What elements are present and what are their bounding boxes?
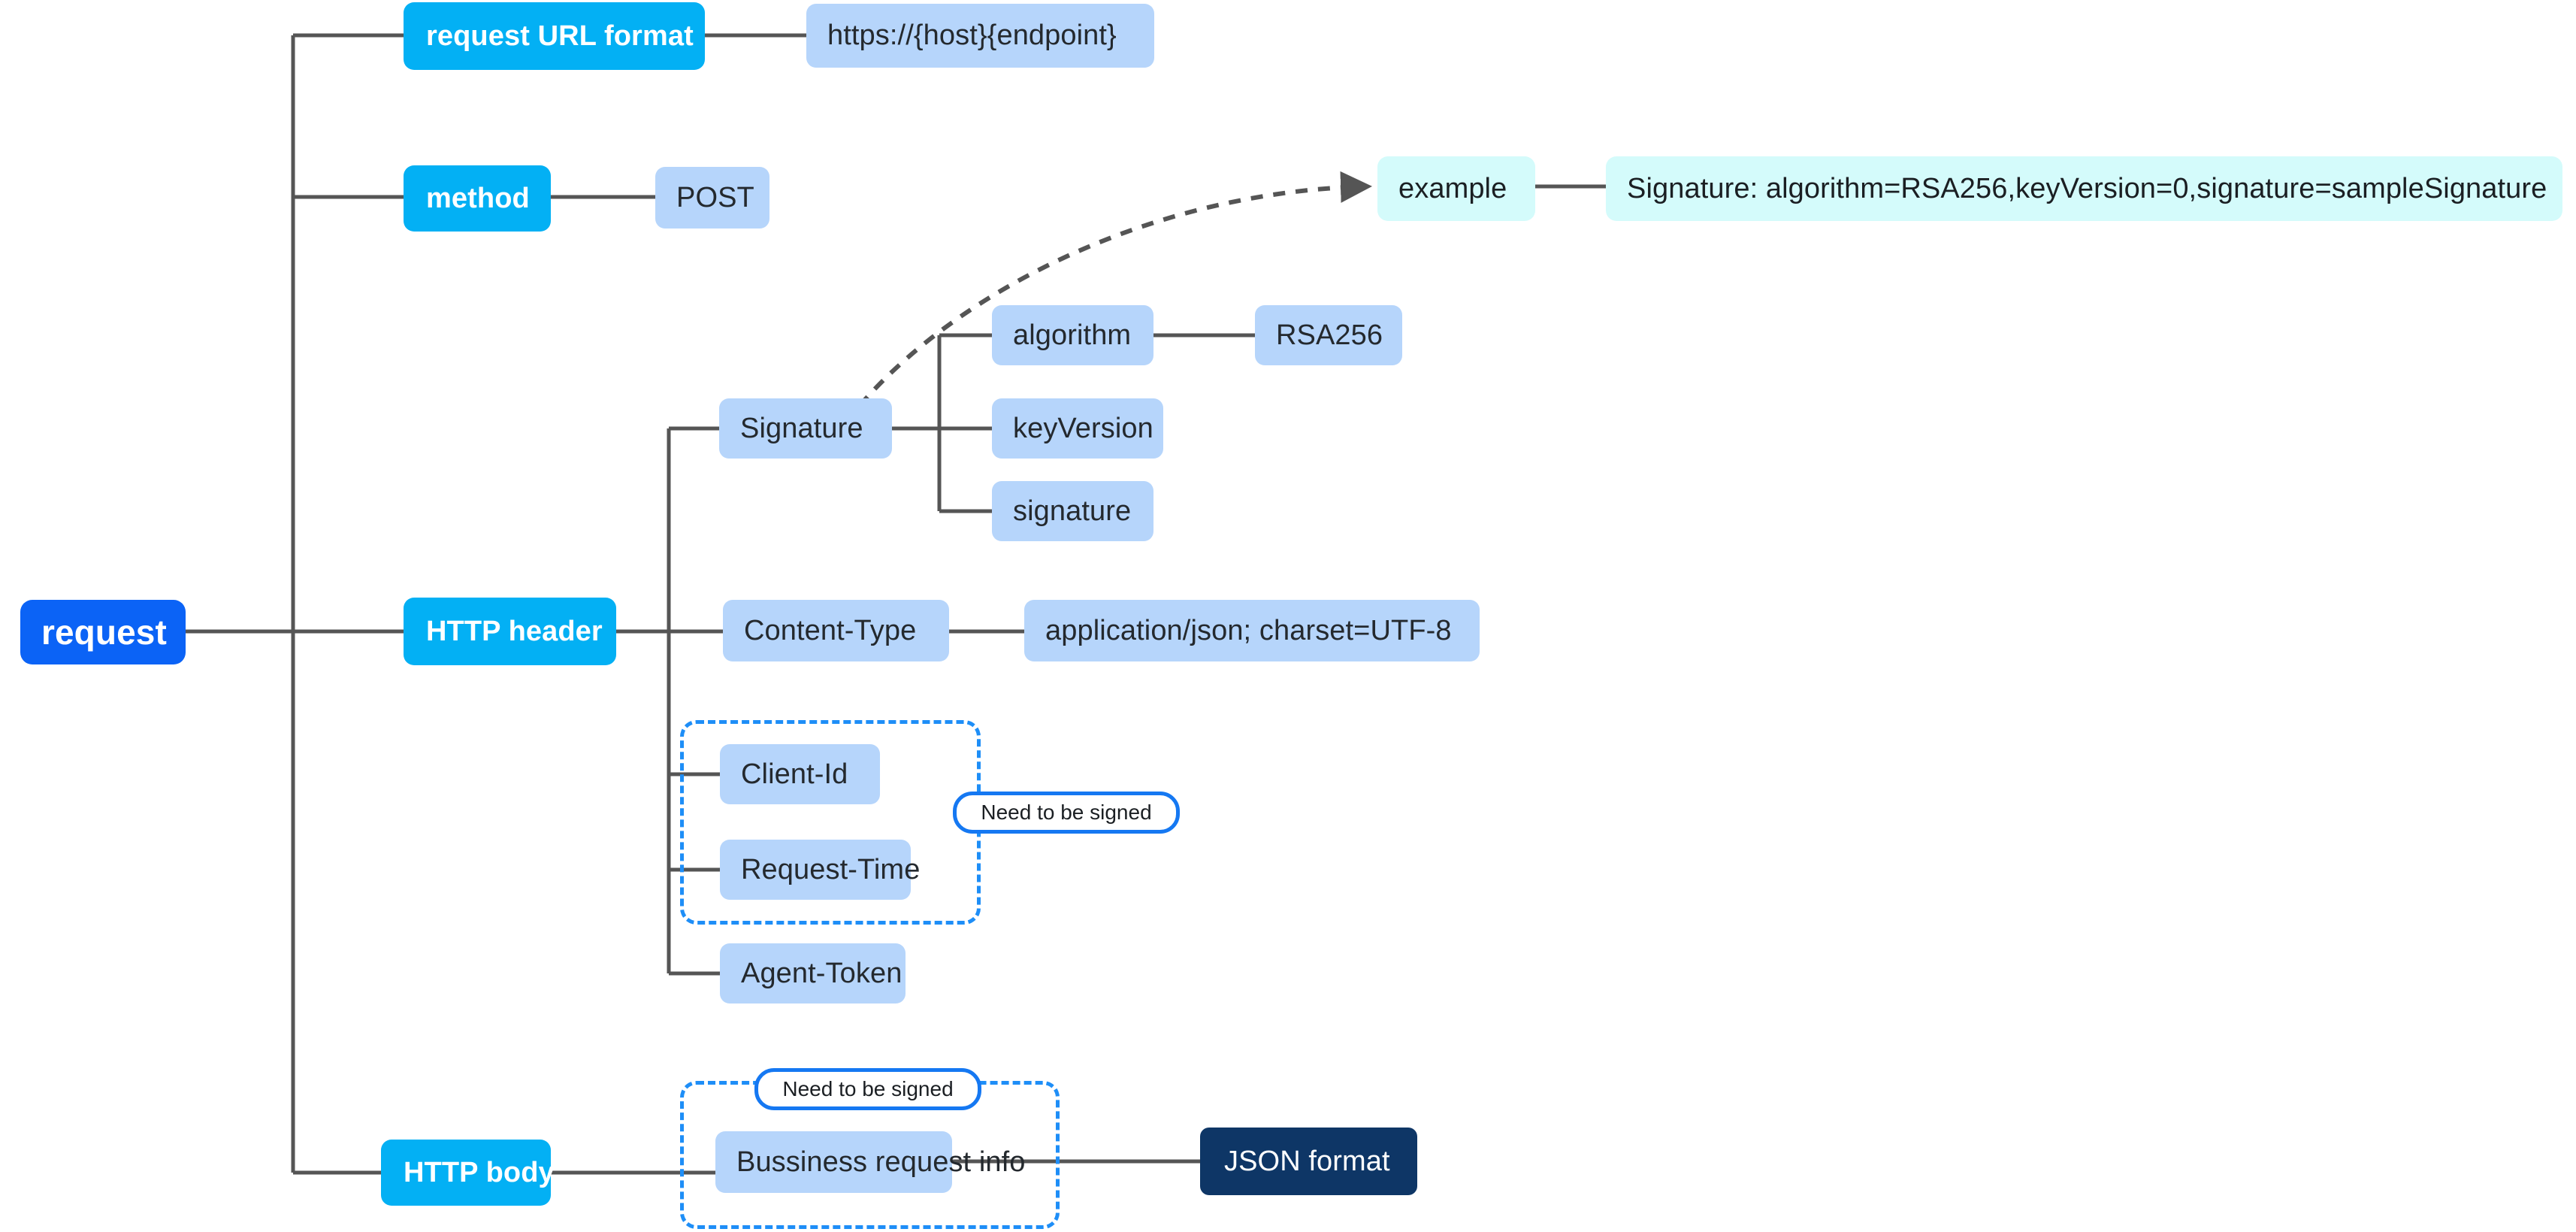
node-url-template[interactable]: https://{host}{endpoint} xyxy=(806,4,1154,68)
annotation-need-to-be-signed-headers-label: Need to be signed xyxy=(981,801,1152,824)
node-signature-field-label: signature xyxy=(1013,495,1132,527)
annotation-need-to-be-signed-headers: Need to be signed xyxy=(953,792,1180,834)
node-algorithm[interactable]: algorithm xyxy=(992,305,1153,365)
node-post-label: POST xyxy=(676,181,754,213)
node-signature-example-value-label: Signature: algorithm=RSA256,keyVersion=0… xyxy=(1627,172,2547,204)
annotation-need-to-be-signed-body-label: Need to be signed xyxy=(782,1077,954,1100)
node-agent-token-label: Agent-Token xyxy=(741,957,903,989)
node-request-time-label: Request-Time xyxy=(741,853,921,885)
node-http-header-label: HTTP header xyxy=(426,615,603,647)
node-client-id[interactable]: Client-Id xyxy=(720,744,880,804)
node-http-body-label: HTTP body xyxy=(404,1156,555,1188)
node-json-format[interactable]: JSON format xyxy=(1200,1128,1417,1195)
node-post[interactable]: POST xyxy=(655,167,769,229)
node-client-id-label: Client-Id xyxy=(741,758,848,790)
node-example-label: example xyxy=(1398,172,1507,204)
node-signature-label: Signature xyxy=(740,412,863,444)
node-signature[interactable]: Signature xyxy=(719,398,892,459)
node-request-label: request xyxy=(41,613,167,652)
node-http-header[interactable]: HTTP header xyxy=(404,598,616,665)
node-request-url-format-label: request URL format xyxy=(426,20,694,52)
node-request-url-format[interactable]: request URL format xyxy=(404,2,705,70)
node-signature-example-value[interactable]: Signature: algorithm=RSA256,keyVersion=0… xyxy=(1606,156,2562,221)
node-method-label: method xyxy=(426,182,530,214)
node-keyversion[interactable]: keyVersion xyxy=(992,398,1163,459)
node-content-type-value-label: application/json; charset=UTF-8 xyxy=(1045,614,1452,646)
node-keyversion-label: keyVersion xyxy=(1013,412,1153,444)
node-business-request-info[interactable]: Bussiness request info xyxy=(715,1131,1025,1193)
group-signed-headers xyxy=(680,720,981,925)
node-example[interactable]: example xyxy=(1377,156,1535,221)
node-request-time[interactable]: Request-Time xyxy=(720,840,921,900)
node-agent-token[interactable]: Agent-Token xyxy=(720,943,906,1003)
node-algorithm-label: algorithm xyxy=(1013,319,1132,351)
node-http-body[interactable]: HTTP body xyxy=(381,1140,555,1206)
node-url-template-label: https://{host}{endpoint} xyxy=(827,20,1117,51)
node-json-format-label: JSON format xyxy=(1224,1145,1390,1177)
node-rsa256-label: RSA256 xyxy=(1276,319,1383,351)
node-rsa256[interactable]: RSA256 xyxy=(1255,305,1402,365)
node-content-type[interactable]: Content-Type xyxy=(723,600,949,661)
annotation-need-to-be-signed-body: Need to be signed xyxy=(754,1068,981,1110)
node-request[interactable]: request xyxy=(20,600,186,664)
node-content-type-label: Content-Type xyxy=(744,614,917,646)
node-method[interactable]: method xyxy=(404,165,551,232)
node-content-type-value[interactable]: application/json; charset=UTF-8 xyxy=(1024,600,1480,661)
node-signature-field[interactable]: signature xyxy=(992,481,1153,541)
